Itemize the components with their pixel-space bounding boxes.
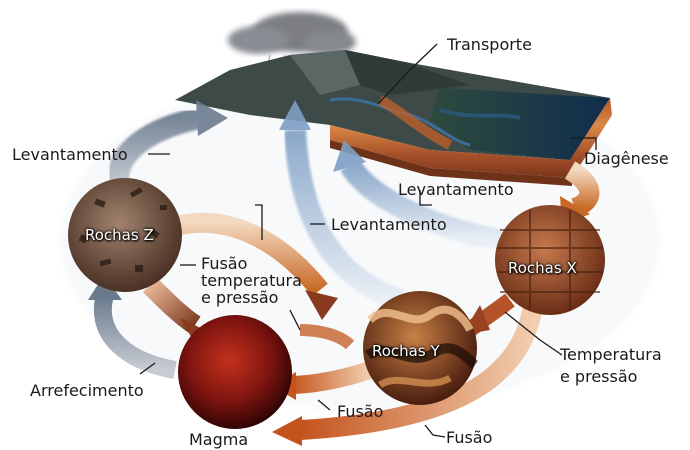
label-levantamento-left: Levantamento [12,146,128,163]
label-fusao-tp-1: Fusão [201,255,247,272]
label-fusao-bottom: Fusão [446,429,492,446]
label-levantamento-mid: Levantamento [398,181,514,198]
label-fusao-y: Fusão [337,403,383,420]
node-label-rochas-y: Rochas Y [372,342,440,360]
label-arrefecimento: Arrefecimento [30,382,144,399]
label-diagenese: Diagênese [584,150,669,167]
magma-node [178,315,292,429]
label-transporte: Transporte [447,36,532,53]
label-fusao-tp-3: e pressão [201,289,278,306]
label-temp-pressao-1: Temperatura [560,346,662,363]
cloud [228,12,356,54]
label-levantamento-center: Levantamento [331,216,447,233]
node-label-rochas-x: Rochas X [508,259,577,277]
node-label-rochas-z: Rochas Z [85,226,154,244]
label-temp-pressao-2: e pressão [560,368,637,385]
node-label-magma: Magma [189,431,248,448]
label-fusao-tp-2: temperatura [201,272,302,289]
